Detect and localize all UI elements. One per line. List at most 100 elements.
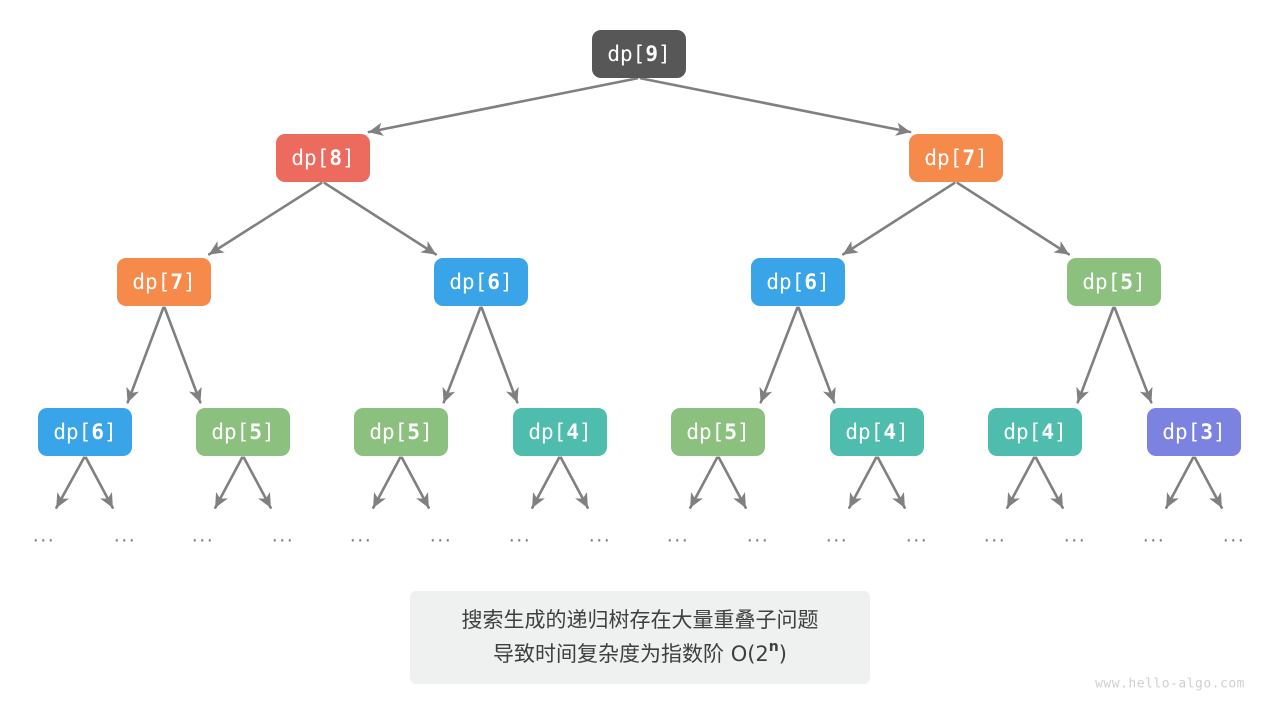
leaf-ellipsis: ... xyxy=(430,525,453,547)
node-label: dp[5] xyxy=(211,420,274,444)
tree-node-n11[interactable]: dp[5] xyxy=(671,408,765,456)
edge-n13-to-leaf-12 xyxy=(1006,456,1036,509)
edge-n11-to-leaf-9 xyxy=(717,456,747,509)
tree-node-n9[interactable]: dp[5] xyxy=(354,408,448,456)
edge-n11-to-leaf-8 xyxy=(689,456,719,509)
node-background xyxy=(830,408,924,456)
edge-n12-to-leaf-11 xyxy=(876,456,906,509)
leaf-ellipsis: ... xyxy=(747,525,770,547)
node-label: dp[7] xyxy=(924,146,987,170)
edge-n5-to-n11 xyxy=(759,306,799,404)
node-label: dp[9] xyxy=(607,42,670,66)
leaf-ellipsis: ... xyxy=(826,525,849,547)
edge-n10-to-leaf-6 xyxy=(531,456,561,509)
edge-n4-to-n9 xyxy=(442,306,482,404)
node-background xyxy=(276,134,370,182)
tree-node-n4[interactable]: dp[6] xyxy=(434,258,528,306)
node-label: dp[5] xyxy=(686,420,749,444)
leaf-ellipsis: ... xyxy=(272,525,295,547)
watermark-layer: www.hello-algo.com xyxy=(1095,677,1244,692)
node-label: dp[5] xyxy=(1082,270,1145,294)
node-label: dp[3] xyxy=(1162,420,1225,444)
edge-n6-to-n13 xyxy=(1076,306,1115,404)
edge-n7-to-leaf-0 xyxy=(55,456,86,509)
node-background xyxy=(751,258,845,306)
leaf-ellipsis: ... xyxy=(589,525,612,547)
node-label: dp[6] xyxy=(766,270,829,294)
edges-layer xyxy=(55,77,1223,509)
tree-node-n7[interactable]: dp[6] xyxy=(38,408,132,456)
tree-node-n14[interactable]: dp[3] xyxy=(1147,408,1241,456)
leaf-ellipsis: ... xyxy=(906,525,929,547)
node-background xyxy=(592,30,686,78)
node-background xyxy=(513,408,607,456)
tree-node-n6[interactable]: dp[5] xyxy=(1067,258,1161,306)
edge-n7-to-leaf-1 xyxy=(84,456,114,509)
edge-n6-to-n14 xyxy=(1113,306,1153,404)
node-label: dp[4] xyxy=(528,420,591,444)
leaves-layer: ........................................… xyxy=(33,525,1246,547)
leaf-ellipsis: ... xyxy=(1223,525,1246,547)
edge-n5-to-n12 xyxy=(797,306,836,404)
tree-node-n1[interactable]: dp[8] xyxy=(276,134,370,182)
leaf-ellipsis: ... xyxy=(350,525,373,547)
edge-n13-to-leaf-13 xyxy=(1034,456,1064,509)
node-label: dp[6] xyxy=(53,420,116,444)
edge-n1-to-n4 xyxy=(323,181,438,256)
edge-n8-to-leaf-2 xyxy=(214,456,244,509)
tree-node-n12[interactable]: dp[4] xyxy=(830,408,924,456)
node-label: dp[7] xyxy=(132,270,195,294)
leaf-ellipsis: ... xyxy=(192,525,215,547)
caption-line-1: 搜索生成的递归树存在大量重叠子问题 xyxy=(462,608,819,632)
node-background xyxy=(38,408,132,456)
edge-n14-to-leaf-15 xyxy=(1193,456,1223,509)
node-background xyxy=(354,408,448,456)
leaf-ellipsis: ... xyxy=(509,525,532,547)
caption-box xyxy=(410,591,870,684)
edge-n0-to-n1 xyxy=(367,77,639,136)
node-background xyxy=(909,134,1003,182)
node-label: dp[5] xyxy=(369,420,432,444)
node-background xyxy=(1147,408,1241,456)
tree-node-n3[interactable]: dp[7] xyxy=(117,258,211,306)
edge-n2-to-n5 xyxy=(841,181,956,256)
node-background xyxy=(671,408,765,456)
tree-node-n0[interactable]: dp[9] xyxy=(592,30,686,78)
leaf-ellipsis: ... xyxy=(33,525,56,547)
edge-n12-to-leaf-10 xyxy=(848,456,878,509)
leaf-ellipsis: ... xyxy=(1143,525,1166,547)
tree-node-n2[interactable]: dp[7] xyxy=(909,134,1003,182)
leaf-ellipsis: ... xyxy=(984,525,1007,547)
node-label: dp[6] xyxy=(449,270,512,294)
tree-node-n8[interactable]: dp[5] xyxy=(196,408,290,456)
edge-n9-to-leaf-5 xyxy=(400,456,430,509)
node-background xyxy=(1067,258,1161,306)
nodes-layer: dp[9] dp[8] dp[7] dp[7] dp[6] dp[6] dp[5] dp[6]… xyxy=(38,30,1241,456)
edge-n2-to-n6 xyxy=(956,181,1071,256)
node-label: dp[8] xyxy=(291,146,354,170)
edge-n1-to-n3 xyxy=(207,181,323,256)
leaf-ellipsis: ... xyxy=(1064,525,1087,547)
node-label: dp[4] xyxy=(845,420,908,444)
edge-n10-to-leaf-7 xyxy=(559,456,589,509)
node-label: dp[4] xyxy=(1003,420,1066,444)
edge-n3-to-n8 xyxy=(163,306,202,404)
edge-n14-to-leaf-14 xyxy=(1165,456,1195,509)
leaf-ellipsis: ... xyxy=(114,525,137,547)
leaf-ellipsis: ... xyxy=(667,525,690,547)
tree-node-n13[interactable]: dp[4] xyxy=(988,408,1082,456)
edge-n8-to-leaf-3 xyxy=(242,456,272,509)
node-background xyxy=(117,258,211,306)
caption-line-2: 导致时间复杂度为指数阶 O(2n) xyxy=(493,639,787,666)
tree-node-n10[interactable]: dp[4] xyxy=(513,408,607,456)
node-background xyxy=(434,258,528,306)
edge-n4-to-n10 xyxy=(480,306,519,404)
edge-n0-to-n2 xyxy=(639,77,912,136)
edge-n3-to-n7 xyxy=(126,306,165,404)
tree-node-n5[interactable]: dp[6] xyxy=(751,258,845,306)
edge-n9-to-leaf-4 xyxy=(372,456,402,509)
node-background xyxy=(988,408,1082,456)
